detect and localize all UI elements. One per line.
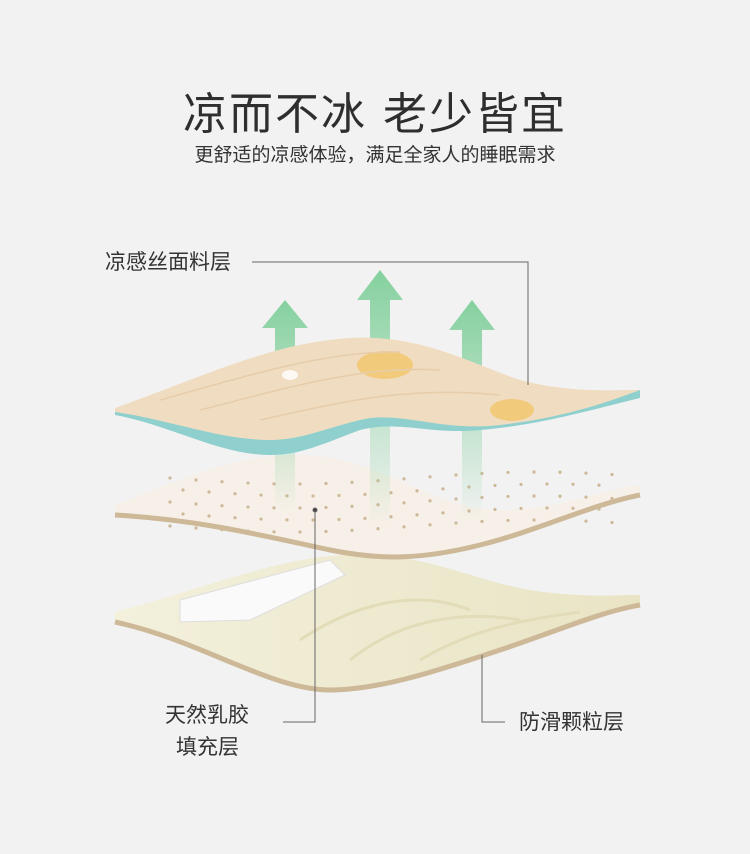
leader-lines [252, 261, 529, 723]
latex-hole [597, 483, 601, 487]
latex-hole [454, 473, 458, 477]
latex-hole [272, 530, 276, 534]
latex-hole [610, 496, 614, 501]
latex-hole [532, 470, 536, 474]
latex-hole [220, 504, 224, 508]
page-subtitle: 更舒适的凉感体验，满足全家人的睡眠需求 [194, 144, 556, 166]
latex-hole [402, 525, 406, 529]
latex-hole [350, 480, 354, 484]
latex-hole [337, 517, 341, 522]
latex-hole [493, 507, 497, 512]
latex-hole [272, 506, 276, 510]
latex-hole [389, 515, 393, 519]
latex-hole [324, 481, 328, 486]
latex-hole [428, 499, 432, 503]
latex-hole [272, 482, 276, 486]
latex-hole [480, 519, 484, 524]
latex-hole [220, 480, 224, 484]
latex-hole [519, 482, 523, 487]
page-title: 凉而不冰 老少皆宜 [183, 89, 567, 140]
latex-hole [285, 518, 289, 522]
latex-hole [207, 514, 211, 518]
latex-hole [545, 506, 549, 510]
latex-hole [506, 518, 510, 523]
latex-hole [181, 512, 185, 516]
latex-hole [558, 470, 562, 474]
latex-hole [311, 518, 315, 522]
latex-hole [454, 521, 458, 525]
latex-hole [545, 482, 549, 486]
latex-hole [311, 494, 315, 498]
latex-hole [246, 505, 250, 509]
latex-hole [194, 502, 198, 506]
latex-hole [168, 500, 172, 504]
latex-hole [350, 504, 354, 508]
label-anti-slip-layer: 防滑颗粒层 [519, 710, 624, 734]
latex-hole [506, 494, 510, 499]
latex-hole [207, 490, 211, 494]
latex-hole [259, 517, 263, 521]
latex-hole [610, 472, 614, 477]
cooling-fabric-layer [115, 337, 640, 455]
latex-hole [363, 492, 367, 496]
latex-hole [610, 520, 614, 525]
latex-hole [324, 529, 328, 534]
latex-hole [233, 492, 237, 496]
latex-hole [428, 475, 432, 479]
latex-hole [194, 526, 198, 530]
latex-hole [220, 528, 224, 532]
label-cooling-fabric-layer: 凉感丝面料层 [105, 250, 231, 274]
latex-hole [298, 482, 302, 486]
latex-hole [298, 530, 302, 534]
latex-hole [376, 527, 380, 531]
latex-hole [441, 487, 445, 491]
latex-hole [259, 493, 263, 497]
latex-hole [168, 476, 172, 480]
latex-hole [506, 470, 510, 475]
latex-hole [558, 518, 562, 522]
label-latex-layer-line2: 填充层 [176, 735, 239, 759]
latex-hole [571, 482, 575, 486]
latex-hole [597, 507, 601, 511]
latex-hole [584, 471, 588, 475]
latex-hole [558, 494, 562, 498]
latex-hole [532, 518, 536, 522]
latex-hole [584, 519, 588, 523]
latex-hole [584, 495, 588, 499]
latex-hole [389, 491, 393, 495]
latex-hole [168, 524, 172, 528]
latex-hole [493, 483, 497, 488]
latex-hole [415, 489, 419, 493]
latex-hole [454, 497, 458, 501]
latex-hole [519, 506, 523, 511]
latex-hole [337, 493, 341, 498]
latex-hole [402, 477, 406, 481]
anti-slip-layer [114, 554, 641, 693]
latex-hole [298, 506, 302, 510]
latex-hole [428, 523, 432, 527]
latex-hole [324, 505, 328, 510]
latex-hole [571, 506, 575, 510]
latex-hole [415, 513, 419, 517]
latex-hole [350, 528, 354, 532]
latex-hole [246, 529, 250, 533]
latex-hole [402, 501, 406, 505]
latex-hole [194, 478, 198, 482]
label-latex-layer-line1: 天然乳胶 [165, 703, 249, 727]
latex-hole [532, 494, 536, 498]
latex-hole [233, 516, 237, 520]
latex-hole [181, 488, 185, 492]
latex-hole [441, 511, 445, 515]
latex-hole [363, 516, 367, 520]
latex-hole [246, 481, 250, 485]
